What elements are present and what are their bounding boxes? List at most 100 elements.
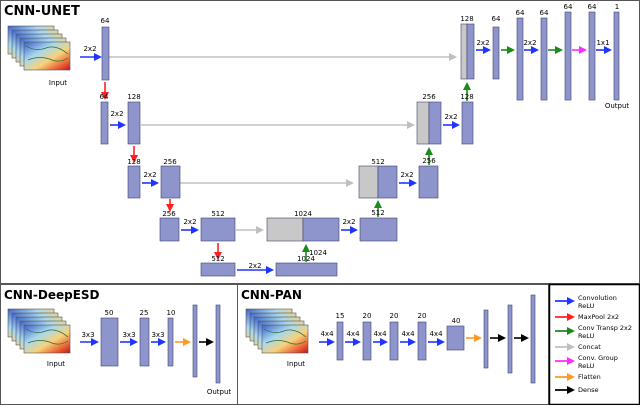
deepesd-ch-1: 50 bbox=[105, 309, 114, 317]
deepesd-title: CNN-DeepESD bbox=[4, 288, 100, 302]
enc2b-ch: 128 bbox=[127, 93, 140, 101]
enc1-block bbox=[101, 26, 110, 81]
up3-ch: 256 bbox=[422, 157, 436, 165]
deepesd-conv3-kernel: 3x3 bbox=[151, 331, 164, 339]
dec4-ch: 1024 bbox=[294, 210, 312, 218]
up2-ch: 128 bbox=[460, 93, 473, 101]
enc3b-block bbox=[160, 165, 181, 199]
pan-block-5 bbox=[446, 325, 465, 351]
deepesd-block-3 bbox=[167, 317, 174, 367]
dec1a-block bbox=[492, 26, 500, 80]
conv-l4-kernel: 2x2 bbox=[183, 218, 196, 226]
dec1b-block bbox=[516, 17, 524, 101]
pan-ch-4: 20 bbox=[418, 312, 427, 320]
conv-d1b-kernel: 2x2 bbox=[523, 39, 536, 47]
group1-ch: 64 bbox=[564, 3, 573, 11]
enc3a-block bbox=[127, 165, 141, 199]
pan-title: CNN-PAN bbox=[241, 288, 302, 302]
legend: Convolution ReLU MaxPool 2x2 Conv Transp… bbox=[555, 294, 632, 394]
dec1c-ch: 64 bbox=[540, 9, 549, 17]
enc2a-ch: 64 bbox=[100, 93, 109, 101]
pan-ch-3: 20 bbox=[390, 312, 399, 320]
pan-ch-5: 40 bbox=[452, 317, 461, 325]
dec2-ch: 256 bbox=[422, 93, 436, 101]
enc4b-ch: 512 bbox=[211, 210, 224, 218]
group1-block bbox=[564, 11, 572, 101]
dec3-up-block bbox=[377, 165, 398, 199]
unet-input-label: Input bbox=[49, 79, 67, 87]
dec1a-ch: 64 bbox=[492, 15, 501, 23]
up5-ch: 1024 bbox=[309, 249, 327, 257]
pan-input-label: Input bbox=[287, 360, 305, 368]
pan-block-3 bbox=[389, 321, 399, 361]
dec1-up-block bbox=[466, 23, 475, 80]
deepesd-conv2-kernel: 3x3 bbox=[122, 331, 135, 339]
dec3-concat-block bbox=[358, 165, 379, 199]
dec4-concat-block bbox=[266, 217, 304, 242]
dec2-concat-block bbox=[416, 101, 430, 145]
deepesd-block-2 bbox=[139, 317, 150, 367]
dec2-up-block bbox=[428, 101, 442, 145]
dec1c-block bbox=[540, 17, 548, 101]
dec1-concat-block bbox=[460, 23, 468, 80]
unet-output-ch: 1 bbox=[615, 3, 619, 11]
pan-conv3-kernel: 4x4 bbox=[373, 330, 387, 338]
group2-ch: 64 bbox=[588, 3, 597, 11]
enc5a-ch: 512 bbox=[211, 255, 224, 263]
legend-convtransp-l1: Conv Transp 2x2 bbox=[578, 324, 632, 332]
unet-output-label: Output bbox=[605, 102, 630, 110]
enc2b-block bbox=[127, 101, 141, 145]
group2-block bbox=[588, 11, 596, 101]
enc5b-block bbox=[275, 262, 338, 277]
legend-flatten-l1: Flatten bbox=[578, 373, 601, 381]
enc4a-block bbox=[159, 217, 180, 242]
conv-out-kernel: 1x1 bbox=[596, 39, 609, 47]
dec4-out-block bbox=[359, 217, 398, 242]
enc1-ch: 64 bbox=[101, 17, 110, 25]
pan-conv5-kernel: 4x4 bbox=[429, 330, 443, 338]
pan-dense-block bbox=[507, 304, 513, 374]
legend-group-l1: Conv. Group bbox=[578, 354, 618, 362]
legend-conv-l2: ReLU bbox=[578, 302, 595, 310]
deepesd-ch-2: 25 bbox=[140, 309, 149, 317]
pan-block-4 bbox=[417, 321, 427, 361]
pan-block-1 bbox=[336, 321, 344, 361]
conv-d2-kernel: 2x2 bbox=[444, 113, 457, 121]
deepesd-output-label: Output bbox=[207, 388, 232, 396]
conv-in-kernel: 2x2 bbox=[83, 45, 96, 53]
pan-ch-1: 15 bbox=[336, 312, 345, 320]
pan-conv2-kernel: 4x4 bbox=[346, 330, 360, 338]
enc2a-block bbox=[100, 101, 109, 145]
conv-d3-kernel: 2x2 bbox=[400, 171, 413, 179]
enc4b-block bbox=[200, 217, 236, 242]
legend-concat-l1: Concat bbox=[578, 343, 601, 351]
legend-maxpool-l1: MaxPool 2x2 bbox=[578, 313, 619, 321]
dec2-out-block bbox=[461, 101, 474, 145]
up4-ch: 512 bbox=[371, 209, 384, 217]
conv-d4-kernel: 2x2 bbox=[342, 218, 355, 226]
pan-conv4-kernel: 4x4 bbox=[401, 330, 415, 338]
deepesd-input-maps bbox=[7, 308, 71, 354]
unet-output-block bbox=[613, 11, 620, 101]
pan-output-block bbox=[530, 294, 536, 384]
unet-title: CNN-UNET bbox=[4, 4, 80, 19]
deepesd-block-1 bbox=[100, 317, 119, 367]
pan-conv1-kernel: 4x4 bbox=[320, 330, 334, 338]
conv-l2-kernel: 2x2 bbox=[110, 110, 123, 118]
deepesd-input-label: Input bbox=[47, 360, 65, 368]
deepesd-flat-block bbox=[192, 304, 198, 378]
dec1-ch: 128 bbox=[460, 15, 473, 23]
pan-block-2 bbox=[362, 321, 372, 361]
pan-ch-2: 20 bbox=[363, 312, 372, 320]
unet-input-maps bbox=[7, 25, 71, 71]
enc3b-ch: 256 bbox=[163, 158, 177, 166]
legend-dense-l1: Dense bbox=[578, 386, 599, 394]
deepesd-conv1-kernel: 3x3 bbox=[81, 331, 94, 339]
conv-l3-kernel: 2x2 bbox=[143, 171, 156, 179]
deepesd-ch-3: 10 bbox=[167, 309, 176, 317]
legend-conv-l1: Convolution bbox=[578, 294, 617, 302]
conv-d1-kernel: 2x2 bbox=[476, 39, 489, 47]
legend-group-l2: ReLU bbox=[578, 362, 595, 370]
